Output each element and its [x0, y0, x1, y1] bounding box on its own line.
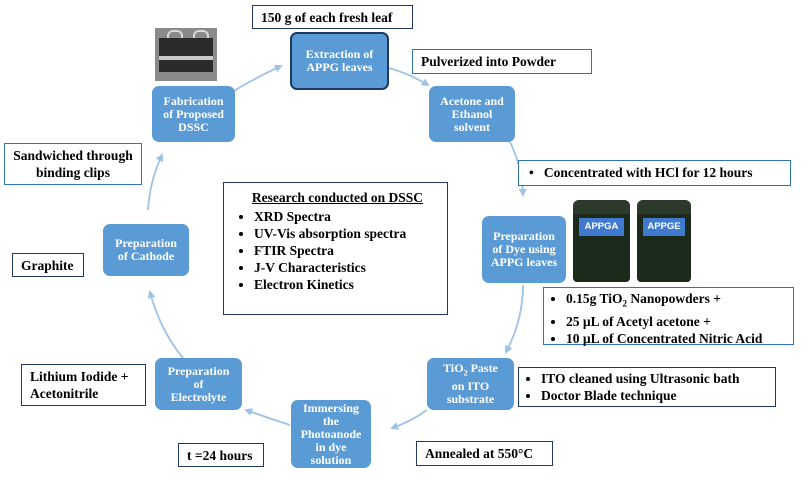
note-text: Acetonitrile [30, 386, 99, 401]
step-text: APPG leaves [490, 255, 558, 269]
note-text: Annealed at 550°C [425, 446, 534, 461]
arrow-immersing-to-electrolyte [244, 408, 291, 426]
recipe-text: 25 µL of Acetyl acetone + [566, 313, 711, 329]
clip-stripe [159, 56, 213, 60]
clip-body [159, 38, 213, 72]
step-text: Ethanol [451, 106, 493, 121]
jar-lid [573, 200, 630, 214]
research-item: J-V Characteristics [254, 259, 437, 276]
research-title: Research conducted on DSSC [251, 190, 424, 205]
step-text: Acetone and [440, 93, 504, 108]
note-fresh-leaf: 150 g of each fresh leaf [252, 5, 413, 29]
subscript: 2 [463, 368, 468, 378]
step-text: of Cathode [117, 249, 175, 263]
recipe-item: 0.15g TiO2 Nanopowders + [566, 290, 785, 313]
step-text: Immersing [303, 400, 359, 415]
step-text: TiO2 Paste [443, 362, 498, 379]
step-text: of Dye using [492, 242, 556, 256]
step-text: DSSC [178, 119, 209, 134]
recipe-item: 10 µL of Concentrated Nitric Acid [566, 330, 785, 347]
jar-lid [637, 200, 691, 214]
step-text: Preparation [493, 229, 555, 243]
step-text-part: Paste [467, 361, 498, 376]
note-tio2-recipe: 0.15g TiO2 Nanopowders + 25 µL of Acetyl… [543, 287, 794, 347]
step-cathode: Preparation of Cathode [103, 224, 189, 276]
arrow-dye-to-tio2 [505, 284, 524, 354]
bullet: • [529, 165, 544, 180]
arrow-extraction-to-solvent [388, 67, 430, 87]
subscript: 2 [622, 298, 628, 309]
jar-appge: APPGE [637, 200, 691, 282]
research-list: XRD Spectra UV-Vis absorption spectra FT… [238, 208, 437, 293]
binding-clips-photo [155, 28, 217, 81]
step-text: solvent [454, 119, 490, 134]
step-text: Preparation [167, 363, 230, 378]
research-item: Electron Kinetics [254, 276, 437, 293]
jar-appga: APPGA [573, 200, 630, 282]
arrow-electrolyte-to-cathode [147, 290, 184, 359]
step-tio2-paste: TiO2 Paste on ITO substrate [427, 358, 514, 410]
recipe-text: 10 µL of Concentrated Nitric Acid [566, 330, 763, 346]
step-text: Extraction of [305, 47, 374, 61]
research-item: XRD Spectra [254, 208, 437, 225]
note-text: 150 g of each fresh leaf [261, 10, 393, 25]
step-text: Fabrication [163, 93, 224, 108]
step-text: solution [310, 452, 352, 467]
jar-label-appge: APPGE [643, 218, 685, 236]
note-concentrated: • Concentrated with HCl for 12 hours [518, 160, 791, 186]
note-text: t =24 hours [187, 448, 253, 463]
step-text: on ITO [451, 378, 490, 393]
note-sandwiched: Sandwiched through binding clips [4, 143, 142, 185]
step-solvent: Acetone and Ethanol solvent [429, 86, 515, 142]
step-dye: Preparation of Dye using APPG leaves [482, 216, 566, 283]
step-text: the [323, 413, 339, 428]
note-ito: ITO cleaned using Ultrasonic bath Doctor… [518, 367, 776, 407]
arrow-cathode-to-fabrication [147, 153, 164, 211]
step-immersing: Immersing the Photoanode in dye solution [291, 400, 371, 468]
note-pulverized: Pulverized into Powder [412, 49, 592, 74]
arrow-tio2-to-immersing [390, 409, 428, 430]
recipe-item: 25 µL of Acetyl acetone + [566, 313, 785, 330]
note-text: Lithium Iodide + [30, 369, 129, 384]
step-text: Preparation [115, 236, 177, 250]
note-text: Pulverized into Powder [421, 54, 556, 69]
note-text: Graphite [21, 258, 74, 273]
step-text: of Proposed [163, 106, 224, 121]
step-text: Photoanode [300, 426, 362, 441]
ito-item: ITO cleaned using Ultrasonic bath [541, 370, 767, 387]
research-box: Research conducted on DSSC XRD Spectra U… [223, 182, 448, 315]
note-lithium: Lithium Iodide + Acetonitrile [21, 364, 146, 406]
step-text: Electrolyte [170, 389, 227, 404]
step-extraction: Extraction of APPG leaves [290, 32, 389, 90]
step-text: APPG leaves [306, 60, 373, 74]
research-item: UV-Vis absorption spectra [254, 225, 437, 242]
note-annealed: Annealed at 550°C [416, 441, 553, 466]
step-electrolyte: Preparation of Electrolyte [155, 358, 242, 410]
step-text: of [193, 376, 204, 391]
arrow-fabrication-to-extraction [231, 64, 283, 93]
step-text: in dye [315, 439, 347, 454]
step-text-part: TiO [443, 361, 464, 376]
note-text: binding clips [36, 165, 110, 180]
note-text: Sandwiched through [13, 148, 133, 163]
research-item: FTIR Spectra [254, 242, 437, 259]
recipe-text: 0.15g TiO [566, 291, 623, 306]
note-text: Concentrated with HCl for 12 hours [543, 165, 753, 180]
jar-label-appga: APPGA [579, 218, 624, 236]
note-time: t =24 hours [178, 443, 264, 467]
step-fabrication: Fabrication of Proposed DSSC [152, 86, 235, 142]
step-text: substrate [446, 391, 495, 406]
recipe-text: Nanopowders + [627, 291, 721, 306]
note-graphite: Graphite [12, 253, 84, 277]
ito-item: Doctor Blade technique [541, 387, 767, 404]
